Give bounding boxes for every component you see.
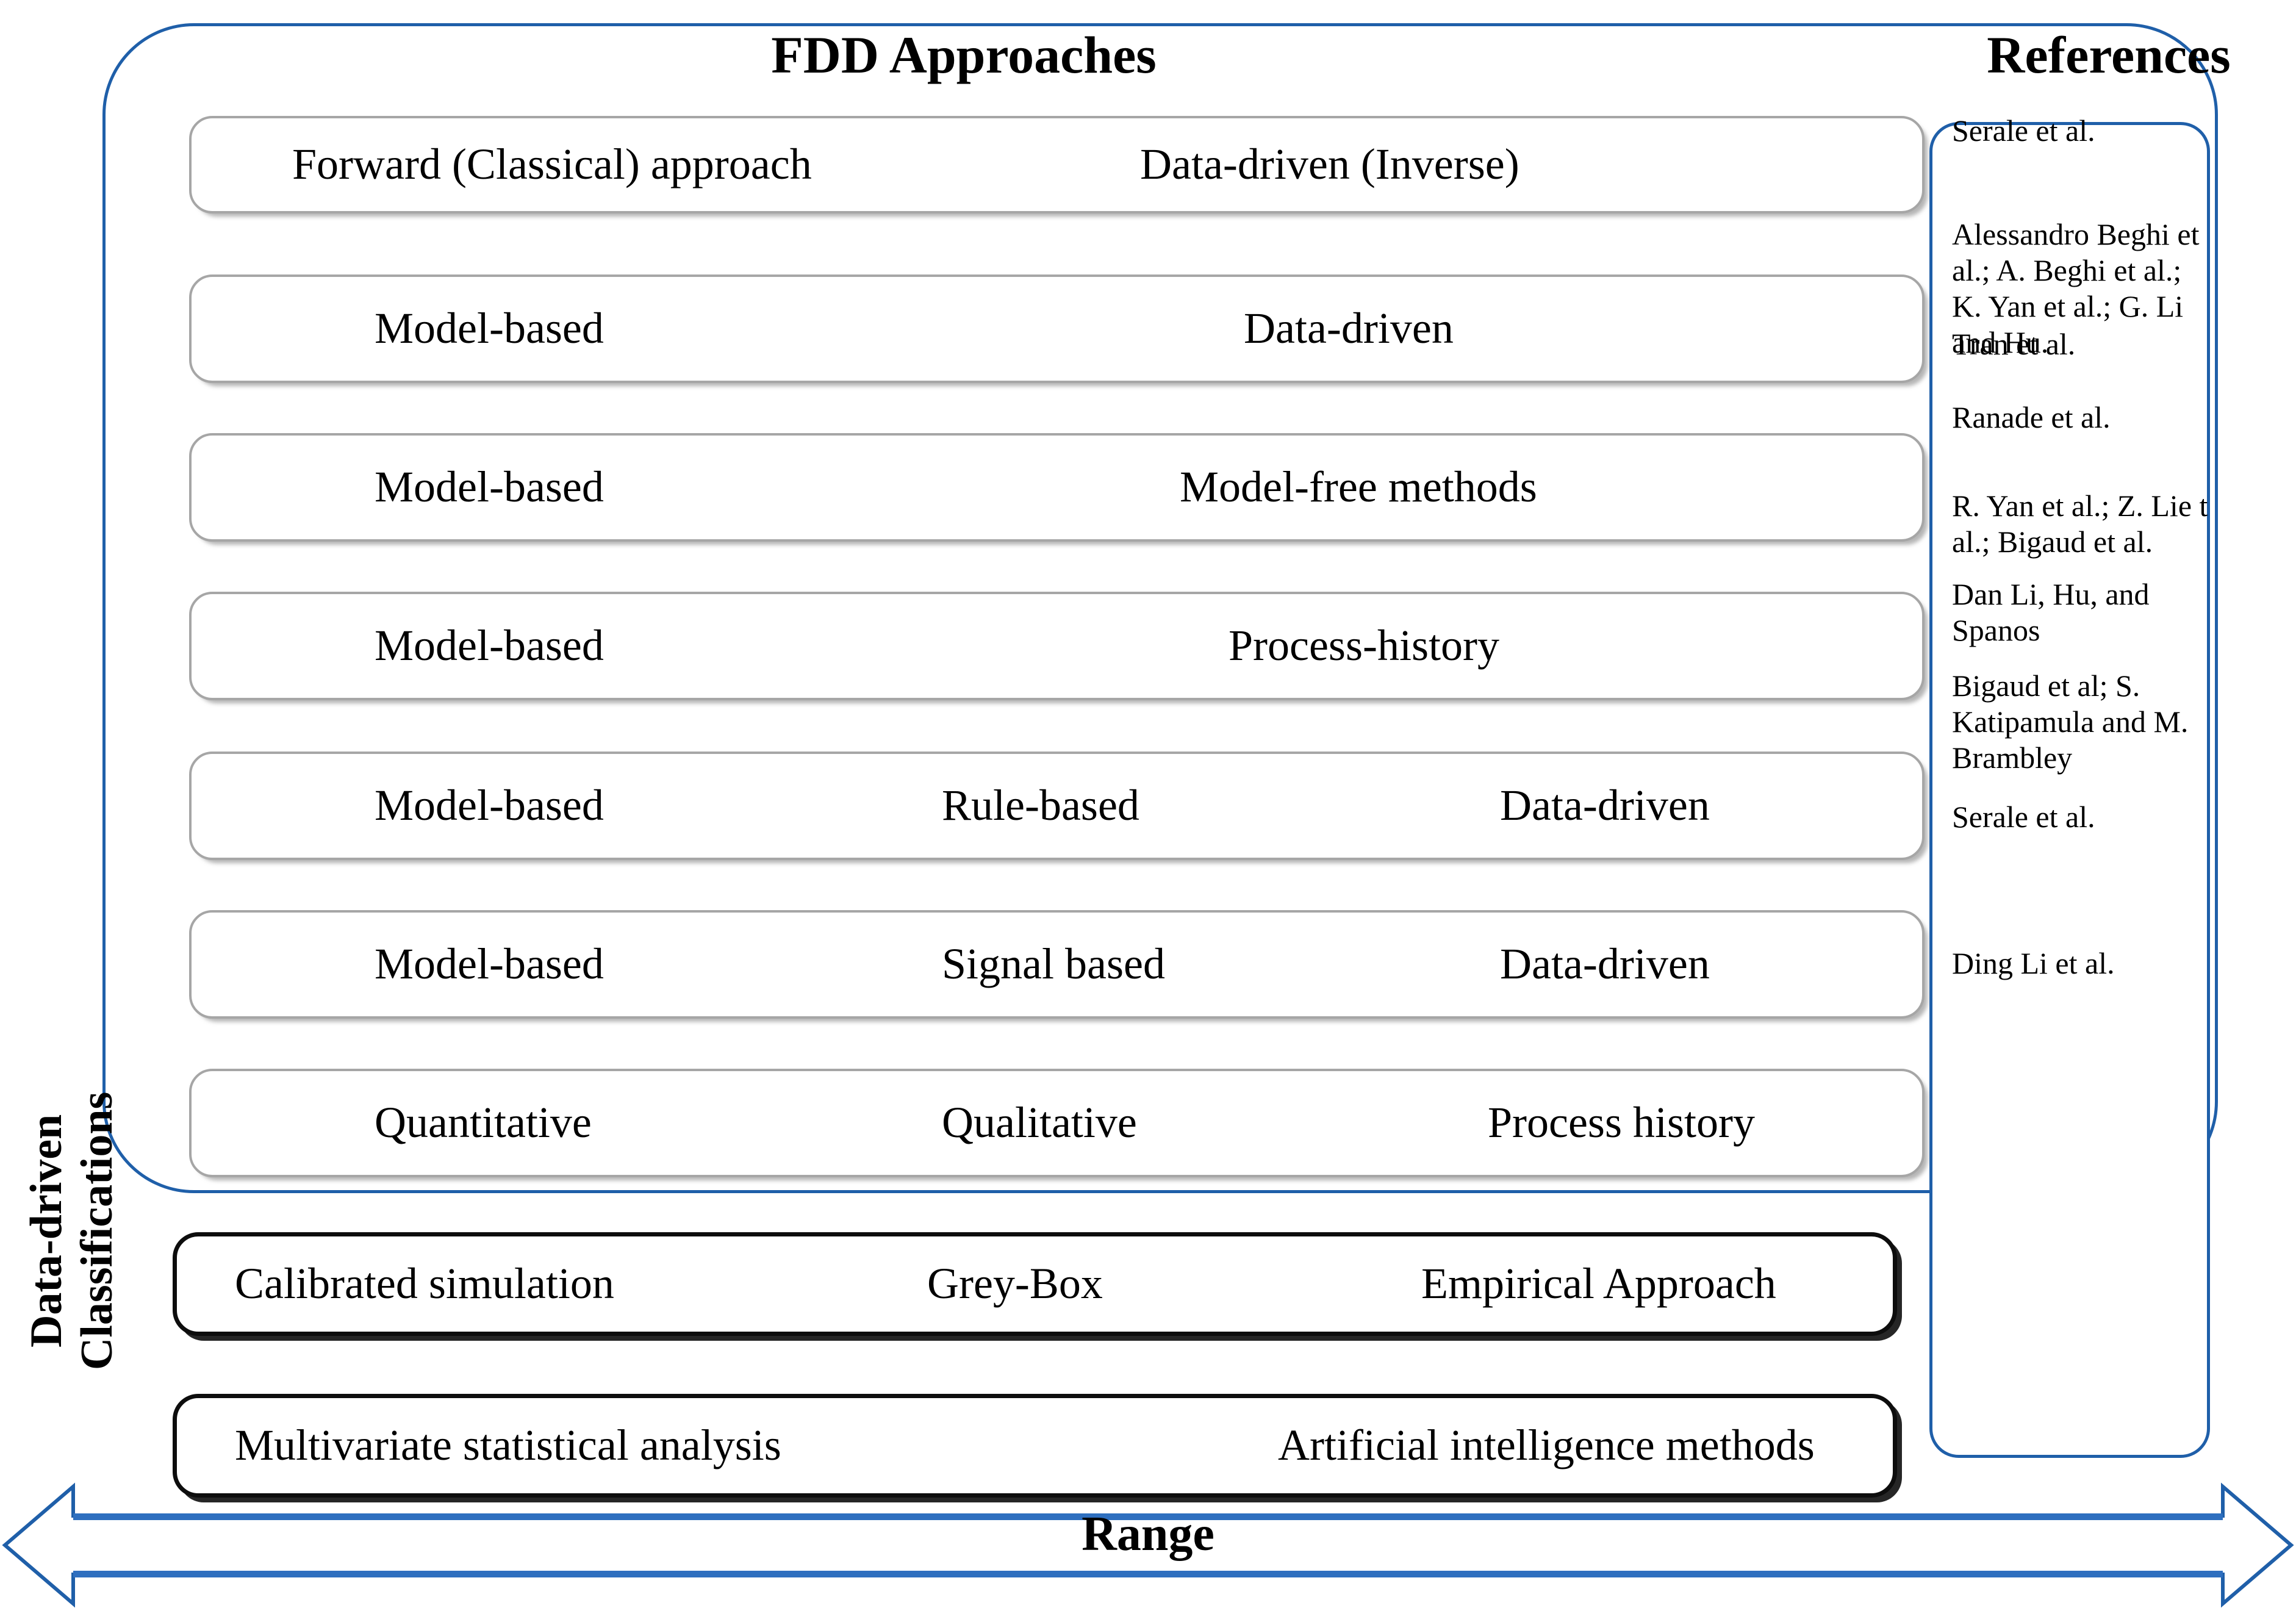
page-title-references: References xyxy=(1987,26,2231,84)
approach-row[interactable]: Model-based Signal based Data-driven xyxy=(189,910,1925,1019)
page-title-fdd-approaches: FDD Approaches xyxy=(771,26,1157,84)
approach-cell-label: Data-driven (Inverse) xyxy=(1140,140,1519,189)
approach-cell-label: Model-based xyxy=(375,621,604,670)
approach-cell-label: Process history xyxy=(1488,1098,1755,1147)
reference-entry: Ranade et al. xyxy=(1952,400,2111,434)
approach-cell-label: Rule-based xyxy=(942,781,1139,830)
approach-row[interactable]: Calibrated simulation Grey-Box Empirical A… xyxy=(173,1232,1897,1336)
approach-cell-label: Artificial intelligence methods xyxy=(1278,1421,1815,1470)
approach-cell-label: Model-free methods xyxy=(1180,462,1537,512)
approach-cell-label: Quantitative xyxy=(375,1098,592,1147)
approach-row[interactable]: Model-based Data-driven xyxy=(189,274,1925,383)
approach-cell-label: Model-based xyxy=(375,304,604,353)
approach-cell-label: Forward (Classical) approach xyxy=(292,140,812,189)
approach-cell-label: Model-based xyxy=(375,939,604,989)
approach-row[interactable]: Quantitative Qualitative Process history xyxy=(189,1069,1925,1177)
approach-cell-label: Calibrated simulation xyxy=(235,1259,614,1308)
reference-entry: Bigaud et al; S. Katipamula and M. Bramb… xyxy=(1952,669,2189,775)
approach-row[interactable]: Model-based Process-history xyxy=(189,592,1925,700)
approach-cell-label: Data-driven xyxy=(1244,304,1454,353)
axis-label-range: Range xyxy=(1082,1507,1214,1561)
approach-cell-label: Data-driven xyxy=(1500,781,1710,830)
reference-entry: Serale et al. xyxy=(1952,800,2095,834)
approach-cell-label: Signal based xyxy=(942,939,1165,989)
approach-cell-label: Model-based xyxy=(375,781,604,830)
reference-entry: Tran et al. xyxy=(1952,327,2076,361)
approach-row[interactable]: Model-based Rule-based Data-driven xyxy=(189,752,1925,860)
fdd-approaches-container xyxy=(102,23,2218,1193)
references-panel: Serale et al. Alessandro Beghi et al.; A.… xyxy=(1929,113,2210,1458)
approach-cell-label: Grey-Box xyxy=(927,1259,1103,1308)
reference-entry: Serale et al. xyxy=(1952,113,2095,148)
range-double-arrow-icon xyxy=(2,1482,2294,1608)
approach-cell-label: Data-driven xyxy=(1500,939,1710,989)
approach-cell-label: Qualitative xyxy=(942,1098,1137,1147)
axis-label-data-driven-classifications: Data-driven Classifications xyxy=(21,1091,122,1371)
approach-row[interactable]: Model-based Model-free methods xyxy=(189,433,1925,542)
approach-row[interactable]: Multivariate statistical analysis Artific… xyxy=(173,1394,1897,1498)
approach-cell-label: Process-history xyxy=(1229,621,1499,670)
reference-entry: Alessandro Beghi et al.; A. Beghi et al.… xyxy=(1952,217,2200,359)
approach-cell-label: Multivariate statistical analysis xyxy=(235,1421,781,1470)
reference-entry: R. Yan et al.; Z. Lie t al.; Bigaud et a… xyxy=(1952,489,2208,559)
reference-entry: Ding Li et al. xyxy=(1952,946,2115,980)
approach-row[interactable]: Forward (Classical) approach Data-driven … xyxy=(189,116,1925,213)
reference-entry: Dan Li, Hu, and Spanos xyxy=(1952,577,2150,647)
approach-cell-label: Empirical Approach xyxy=(1421,1259,1776,1308)
approach-cell-label: Model-based xyxy=(375,462,604,512)
